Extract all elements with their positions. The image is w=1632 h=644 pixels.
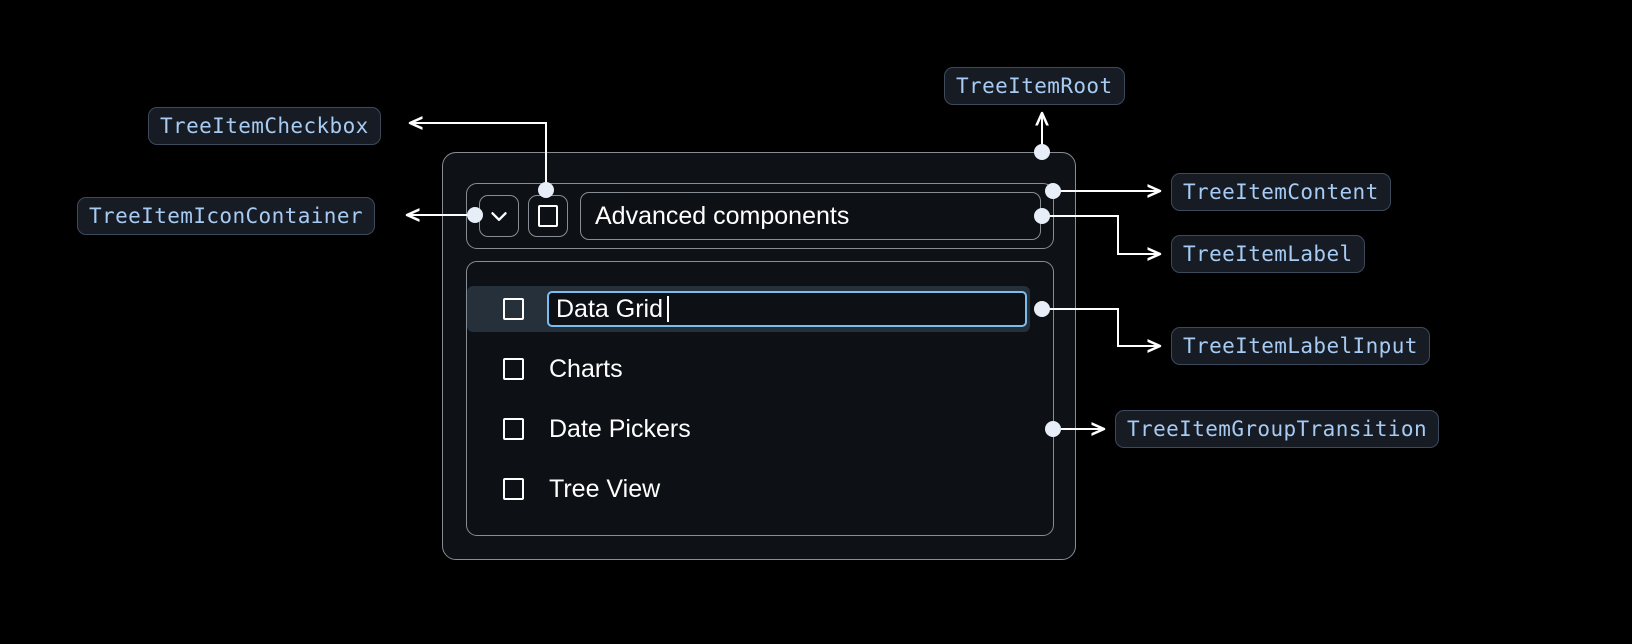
- annotation-label: TreeItemContent: [1183, 179, 1379, 204]
- tree-item-label[interactable]: Tree View: [549, 474, 661, 503]
- tree-item-content[interactable]: Advanced components: [466, 183, 1054, 249]
- annotation-tree-item-group-transition: TreeItemGroupTransition: [1115, 410, 1439, 448]
- tree-item-label[interactable]: Charts: [549, 354, 623, 383]
- annotation-tree-item-label-input: TreeItemLabelInput: [1171, 327, 1430, 365]
- chevron-down-icon: [486, 203, 512, 229]
- tree-item-row-tree-view[interactable]: Tree View: [467, 466, 1053, 512]
- annotation-label: TreeItemGroupTransition: [1127, 416, 1427, 441]
- tree-item-checkbox[interactable]: [503, 358, 524, 380]
- annotation-label: TreeItemLabelInput: [1183, 333, 1418, 358]
- text-caret: [666, 296, 669, 322]
- annotation-tree-item-content: TreeItemContent: [1171, 173, 1391, 211]
- annotation-tree-item-checkbox: TreeItemCheckbox: [148, 107, 381, 145]
- annotation-tree-item-icon-container: TreeItemIconContainer: [77, 197, 375, 235]
- tree-item-icon-container[interactable]: [479, 195, 519, 237]
- annotation-label: TreeItemCheckbox: [160, 113, 369, 138]
- tree-item-group-transition: Data Grid Charts Date Pickers Tree View: [466, 261, 1054, 536]
- tree-item-checkbox[interactable]: [503, 298, 524, 320]
- tree-item-row-data-grid[interactable]: Data Grid: [467, 286, 1030, 332]
- checkbox-square-icon: [538, 205, 558, 227]
- tree-item-checkbox[interactable]: [503, 478, 524, 500]
- annotation-label: TreeItemRoot: [956, 73, 1113, 98]
- tree-item-row-date-pickers[interactable]: Date Pickers: [467, 406, 1053, 452]
- tree-item-label[interactable]: Date Pickers: [549, 414, 691, 443]
- annotation-tree-item-root: TreeItemRoot: [944, 67, 1125, 105]
- tree-item-checkbox[interactable]: [503, 418, 524, 440]
- tree-item-checkbox[interactable]: [528, 195, 568, 237]
- annotation-tree-item-label: TreeItemLabel: [1171, 235, 1365, 273]
- annotation-label: TreeItemLabel: [1183, 241, 1353, 266]
- tree-item-label-text: Advanced components: [595, 201, 850, 230]
- tree-item-label-input-value: Data Grid: [556, 294, 663, 323]
- annotation-label: TreeItemIconContainer: [89, 203, 363, 228]
- tree-item-root[interactable]: Advanced components Data Grid Charts Dat…: [442, 152, 1076, 560]
- tree-item-label-input[interactable]: Data Grid: [547, 291, 1027, 327]
- tree-item-row-charts[interactable]: Charts: [467, 346, 1053, 392]
- tree-item-label[interactable]: Advanced components: [580, 192, 1041, 240]
